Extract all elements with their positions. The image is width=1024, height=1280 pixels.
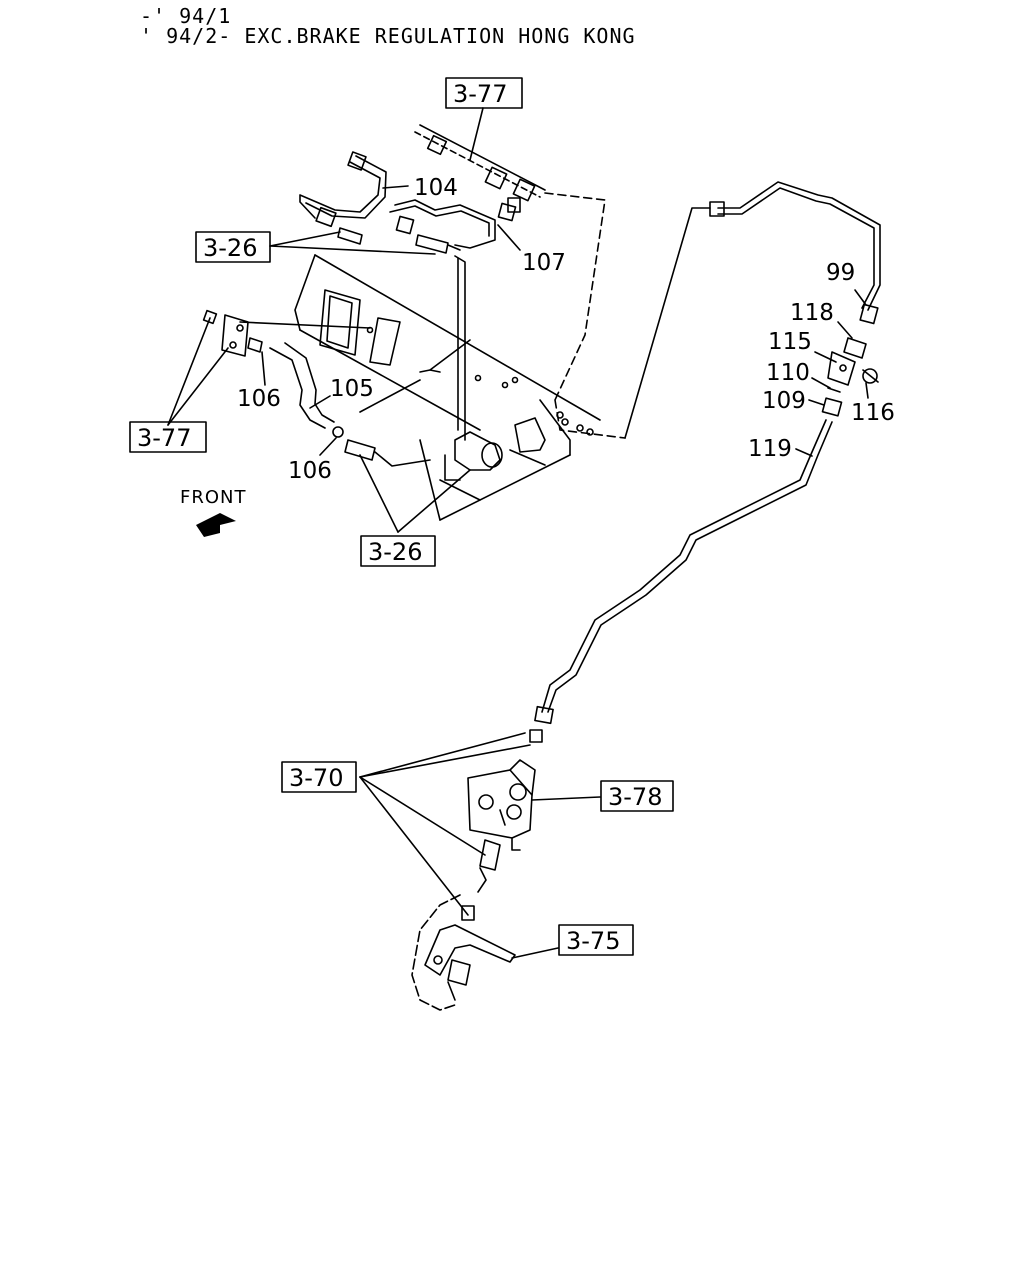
leader-326-b <box>269 245 436 255</box>
ref-box-326-bottom <box>360 535 436 567</box>
ref-label-326-bottom: 3-26 <box>368 538 422 566</box>
dashed-link-d <box>239 321 371 329</box>
ref-label-377-top: 3-77 <box>453 80 507 108</box>
ref-box-378 <box>600 780 674 812</box>
front-label: FRONT <box>180 487 247 508</box>
ref-box-326-top <box>195 231 271 263</box>
ref-box-377-top <box>445 77 523 109</box>
callout-110: 110 <box>766 360 810 386</box>
leader-115 <box>814 351 837 363</box>
ref-label-370: 3-70 <box>289 764 343 792</box>
clamp-and-union-lower <box>332 426 431 467</box>
brake-cylinder <box>439 417 546 501</box>
ref-box-370 <box>281 761 357 793</box>
pipe-99 <box>709 181 881 325</box>
union-fittings-top <box>337 227 461 254</box>
pipe-107 <box>389 199 517 249</box>
ref-label-375: 3-75 <box>566 927 620 955</box>
pipe-119 <box>534 419 833 725</box>
leader-375 <box>511 947 559 959</box>
callout-105: 105 <box>330 376 374 402</box>
left-bracket <box>202 309 263 357</box>
lower-fittings <box>411 839 501 1011</box>
callout-115: 115 <box>768 329 812 355</box>
leader-378 <box>531 796 601 801</box>
leader-106-b <box>319 437 337 456</box>
dashed-link-b <box>554 399 626 439</box>
leader-105 <box>309 395 331 409</box>
bracket-375 <box>424 924 516 1001</box>
leader-118 <box>837 321 853 339</box>
leader-370-c <box>359 776 486 856</box>
hose-105 <box>269 342 335 429</box>
dashed-link-c <box>624 207 711 439</box>
leader-377-left-a <box>167 317 211 426</box>
leader-119 <box>795 448 813 457</box>
leader-326-a <box>269 231 341 247</box>
leader-107 <box>497 224 521 251</box>
callout-107: 107 <box>522 250 566 276</box>
top-bracket-rail <box>414 124 546 213</box>
leader-106-a <box>261 351 266 386</box>
leader-370-b <box>359 744 531 778</box>
leader-377-top <box>469 107 484 161</box>
leader-326-bottom-b <box>397 469 471 533</box>
leader-370-a <box>359 732 526 778</box>
pipe-104 <box>299 151 387 228</box>
leader-99 <box>854 289 867 306</box>
leader-110 <box>811 377 831 389</box>
dashed-link-a <box>544 192 606 401</box>
leader-104 <box>382 185 409 189</box>
leader-377-left-b <box>167 347 229 426</box>
callout-99: 99 <box>826 260 855 286</box>
callout-106-a: 106 <box>237 386 281 412</box>
ref-box-377-left <box>129 421 207 453</box>
callout-116: 116 <box>851 400 895 426</box>
callout-109: 109 <box>762 388 806 414</box>
header-line-1: -' 94/1 <box>140 4 232 28</box>
fitting-cluster <box>821 337 879 417</box>
callout-106-b: 106 <box>288 458 332 484</box>
ref-label-378: 3-78 <box>608 783 662 811</box>
front-arrow-icon <box>196 513 236 537</box>
callout-118: 118 <box>790 300 834 326</box>
header-line-2: ' 94/2- EXC.BRAKE REGULATION HONG KONG <box>140 24 636 48</box>
ref-label-326-top: 3-26 <box>203 234 257 262</box>
leader-109 <box>808 399 825 406</box>
ref-box-375 <box>558 924 634 956</box>
leader-116 <box>865 382 869 399</box>
ref-label-377-left: 3-77 <box>137 424 191 452</box>
valve-assembly-378 <box>467 729 543 851</box>
leader-326-bottom-a <box>359 454 399 533</box>
leader-370-d <box>359 776 469 916</box>
callout-119: 119 <box>748 436 792 462</box>
callout-104: 104 <box>414 175 458 201</box>
